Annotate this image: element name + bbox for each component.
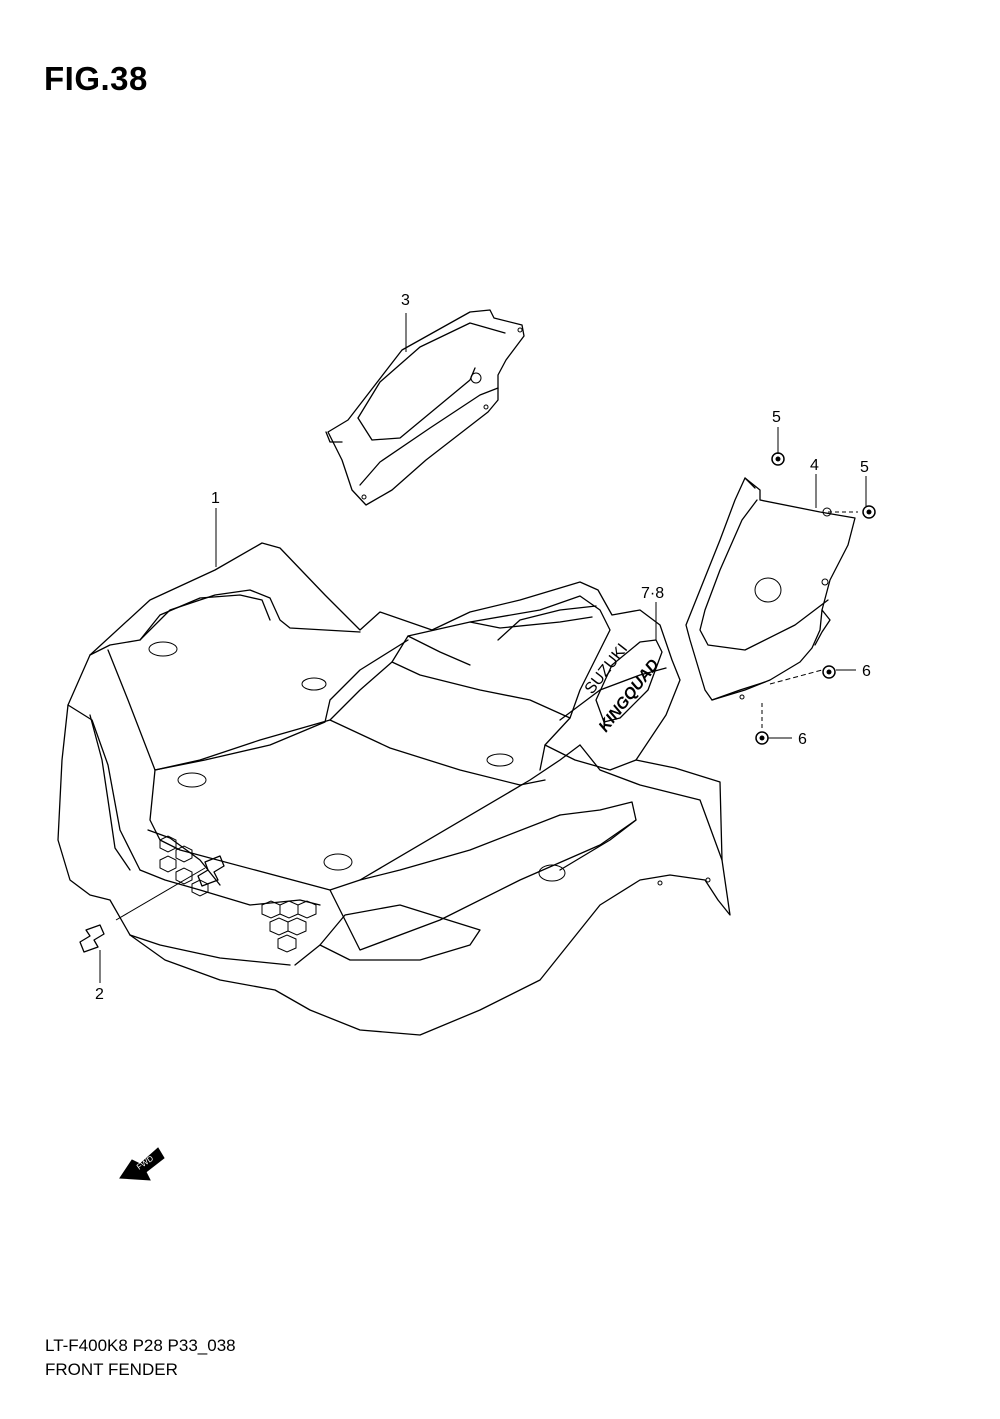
model-code: LT-F400K8 P28 P33_038 xyxy=(45,1336,236,1355)
figure-title: FIG.38 xyxy=(44,60,148,97)
callout-part-6a: 6 xyxy=(862,663,871,680)
callout-part-2: 2 xyxy=(95,986,104,1003)
callout-part-1: 1 xyxy=(211,490,220,507)
fwd-arrow-icon: FWD xyxy=(119,1147,165,1181)
callout-part-3: 3 xyxy=(401,292,410,309)
part-7-8-kingquad-decal: SUZUKI KINGQUAD xyxy=(582,639,663,735)
callout-numbers: 3 1 5 4 5 6 6 7·8 2 xyxy=(95,292,871,1003)
callout-part-7-8: 7·8 xyxy=(641,585,664,602)
part-3-inner-panel xyxy=(325,309,525,506)
section-name: FRONT FENDER xyxy=(45,1360,178,1379)
part-4-side-panel xyxy=(685,477,856,701)
callout-part-6b: 6 xyxy=(798,731,807,748)
leader-lines xyxy=(99,313,867,983)
callout-part-5a: 5 xyxy=(772,409,781,426)
callout-part-4: 4 xyxy=(810,457,819,474)
callout-part-5b: 5 xyxy=(860,459,869,476)
bolt-icon xyxy=(755,452,876,745)
part-1-front-fender xyxy=(57,542,731,1036)
suzuki-s-emblem-icon xyxy=(79,855,225,953)
